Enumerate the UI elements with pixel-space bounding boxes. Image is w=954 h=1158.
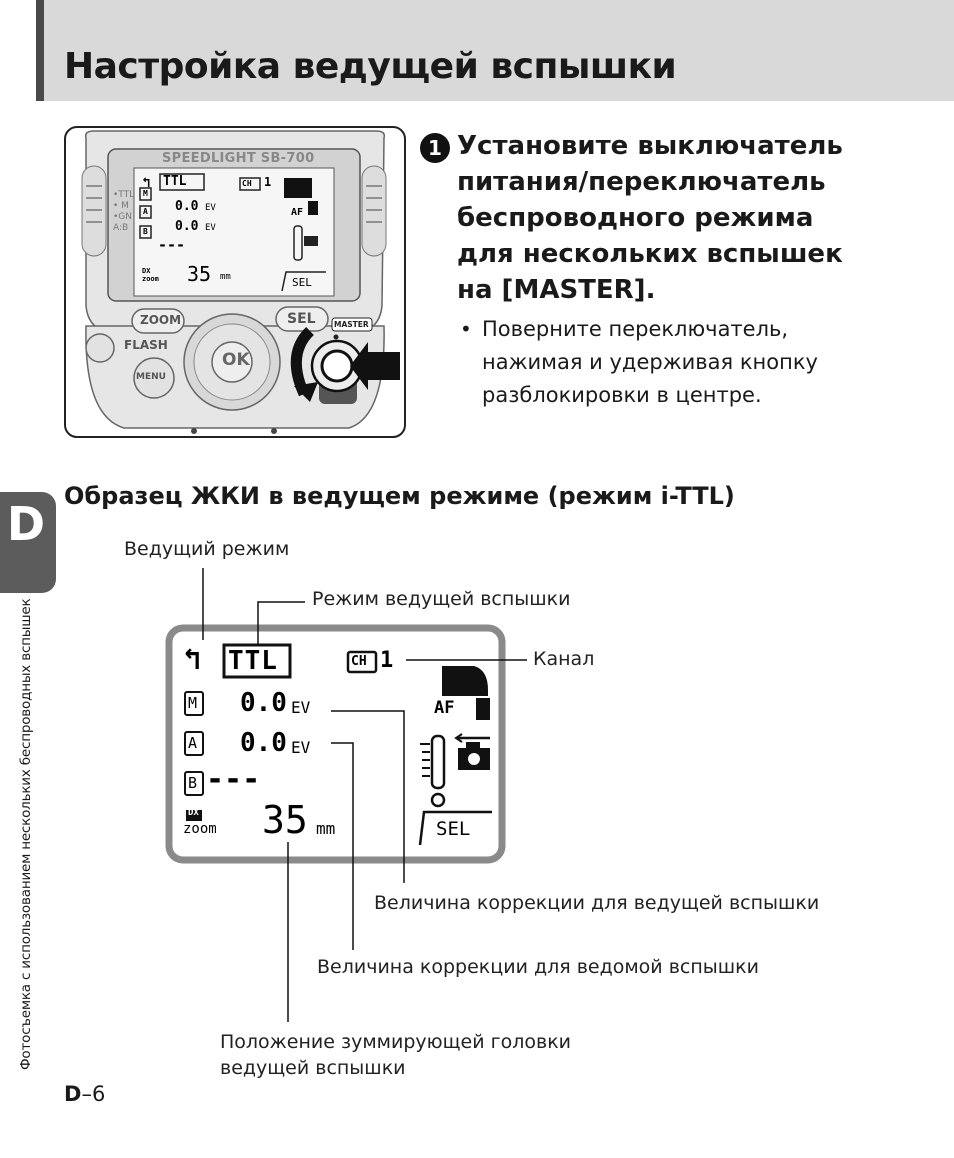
sel-button[interactable]: SEL	[287, 311, 316, 327]
step-line-1: Установите выключатель	[457, 131, 843, 161]
section-subheading: Образец ЖКИ в ведущем режиме (режим i-TT…	[64, 482, 735, 510]
page-number: D–6	[64, 1082, 106, 1106]
lcd-m-label: M	[188, 694, 198, 712]
zoom-button[interactable]: ZOOM	[140, 313, 182, 327]
small-lcd-a-label: A	[143, 207, 148, 216]
lcd-b-label: B	[188, 774, 198, 792]
device-mode-labels: •TTL • M •GN A:B	[113, 190, 134, 234]
flash-unit-illustration	[64, 126, 406, 438]
annotation-zoom-position-line-1: Положение зуммирующей головки	[220, 1031, 572, 1053]
small-lcd-b-label: B	[143, 227, 148, 236]
bullet-line-2: нажимая и удерживая кнопку	[482, 350, 818, 374]
lcd-sel-label: SEL	[436, 818, 471, 840]
lcd-channel-label: CH	[351, 654, 367, 669]
small-lcd-m-value: 0.0	[175, 199, 199, 214]
lcd-mode-value: TTL	[228, 646, 278, 676]
step-line-3: беспроводного режима	[457, 203, 814, 233]
lcd-b-value: ---	[206, 762, 261, 797]
bullet-line-3: разблокировки в центре.	[482, 383, 762, 407]
lcd-m-value: 0.0	[240, 688, 287, 718]
bullet-line-1: Поверните переключатель,	[482, 317, 789, 341]
device-model-label: SPEEDLIGHT SB-700	[162, 151, 315, 166]
step-line-2: питания/переключатель	[457, 167, 826, 197]
small-lcd-af: AF	[291, 207, 304, 218]
lcd-dx-label: DX	[188, 808, 199, 818]
flash-button[interactable]: FLASH	[124, 338, 168, 352]
lcd-zoom-value: 35	[262, 798, 308, 842]
small-lcd-m-unit: EV	[205, 203, 216, 213]
header-band	[36, 0, 954, 101]
chapter-tab	[0, 492, 56, 593]
menu-button[interactable]: MENU	[136, 372, 166, 382]
small-lcd-arrow: ↰	[142, 175, 151, 191]
lcd-m-unit: EV	[291, 698, 311, 717]
header-accent-bar	[36, 0, 44, 101]
small-lcd-a-value: 0.0	[175, 219, 199, 234]
device-label-gn: •GN	[113, 212, 133, 222]
chapter-tab-letter: D	[6, 497, 46, 551]
lcd-zoom-label: zoom	[183, 821, 217, 837]
small-lcd-ch-label: CH	[242, 179, 252, 188]
annotation-master-flash-mode: Режим ведущей вспышки	[312, 588, 571, 610]
annotation-master-compensation: Величина коррекции для ведущей вспышки	[374, 892, 820, 914]
lcd-zoom-unit: mm	[316, 819, 336, 838]
device-label-m: • M	[113, 201, 129, 211]
annotation-channel: Канал	[533, 648, 595, 670]
small-lcd-sel: SEL	[292, 276, 312, 289]
lcd-af-label: AF	[434, 698, 455, 718]
annotation-zoom-position-line-2: ведущей вспышки	[220, 1057, 406, 1079]
small-lcd-zoom-value: 35	[187, 262, 212, 286]
small-lcd-a-unit: EV	[205, 223, 216, 233]
small-lcd-mode: TTL	[163, 174, 187, 189]
lcd-master-arrow-icon: ↰	[183, 642, 202, 677]
lcd-a-value: 0.0	[240, 728, 287, 758]
step-line-5: на [MASTER].	[457, 275, 656, 305]
lcd-a-label: A	[188, 734, 198, 752]
device-label-ttl: •TTL	[113, 190, 135, 200]
small-lcd-ch-value: 1	[264, 175, 272, 189]
small-lcd-b-value: ---	[158, 236, 186, 254]
annotation-master-mode: Ведущий режим	[124, 538, 290, 560]
annotation-remote-compensation: Величина коррекции для ведомой вспышки	[317, 956, 759, 978]
step-line-4: для нескольких вспышек	[457, 239, 843, 269]
page-title: Настройка ведущей вспышки	[64, 46, 677, 87]
bullet-dot: •	[460, 317, 472, 341]
master-position-label: MASTER	[334, 320, 369, 329]
step-number-badge: 1	[420, 133, 450, 163]
lcd-a-unit: EV	[291, 738, 311, 757]
device-label-ab: A:B	[113, 223, 129, 233]
lcd-channel-value: 1	[380, 648, 394, 673]
ok-button[interactable]: OK	[222, 350, 250, 370]
small-lcd-zoom-unit: mm	[220, 272, 231, 282]
small-lcd-m-label: M	[143, 189, 148, 198]
